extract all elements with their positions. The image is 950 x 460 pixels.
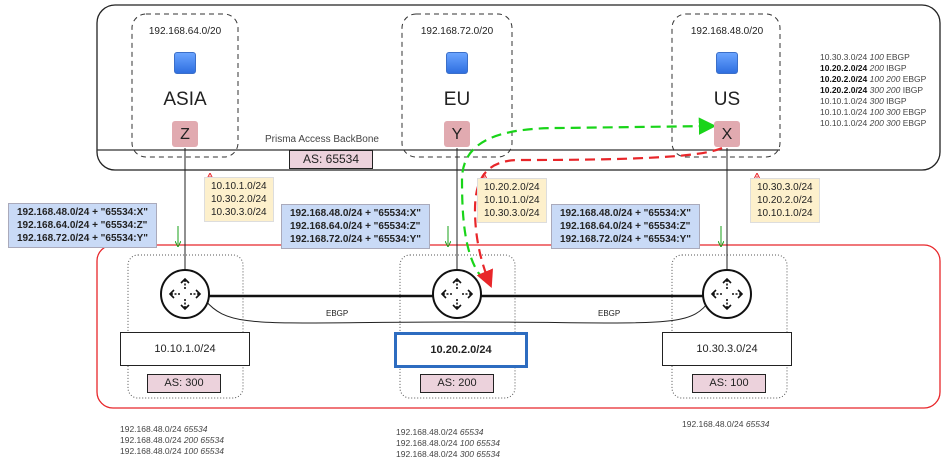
node-z: Z — [172, 121, 198, 147]
as-site-3: AS: 100 — [692, 374, 766, 393]
route-entry: 10.10.1.0/24 100 300 EBGP — [820, 107, 927, 117]
asia-label: ASIA — [163, 89, 207, 110]
green-path — [460, 117, 717, 281]
us-label: US — [713, 89, 741, 110]
route-entry: 10.20.2.0/24 300 200 IBGP — [820, 85, 924, 95]
route-entry: 192.168.48.0/24 300 65534 — [396, 449, 500, 459]
route-entry: 192.168.48.0/24 100 65534 — [396, 438, 500, 448]
red-path — [473, 146, 723, 289]
communities-site-1: 192.168.48.0/24 + "65534:X"192.168.64.0/… — [8, 203, 157, 248]
route-entry: 192.168.48.0/24 65534 — [682, 419, 770, 429]
ebgp-label-2: EBGP — [598, 309, 621, 318]
router-icon — [160, 269, 210, 319]
router-icon — [432, 269, 482, 319]
route-entry: 10.30.3.0/24 100 EBGP — [820, 52, 910, 62]
ibgp-link — [204, 299, 711, 324]
subnet-site-1: 10.10.1.0/24 — [120, 332, 250, 366]
region-box-asia — [131, 13, 239, 158]
route-entry: 10.20.2.0/24 200 IBGP — [820, 63, 907, 73]
us-vpc-icon — [716, 52, 738, 74]
as-site-1: AS: 300 — [147, 374, 221, 393]
eu-vpc-icon — [446, 52, 468, 74]
route-entry: 192.168.48.0/24 65534 — [396, 427, 484, 437]
node-y: Y — [444, 121, 470, 147]
route-entry: 10.10.1.0/24 300 IBGP — [820, 96, 907, 106]
subnet-site-3: 10.30.3.0/24 — [662, 332, 792, 366]
asia-vpc-icon — [174, 52, 196, 74]
subnet-site-2: 10.20.2.0/24 — [394, 332, 528, 368]
communities-site-3: 192.168.48.0/24 + "65534:X"192.168.64.0/… — [551, 204, 700, 249]
route-entry: 10.20.2.0/24 100 200 EBGP — [820, 74, 927, 84]
site-3-routes: 192.168.48.0/24 65534 — [682, 419, 769, 430]
route-entry: 10.10.1.0/24 200 300 EBGP — [820, 118, 927, 128]
backbone-as: AS: 65534 — [289, 150, 373, 169]
communities-site-2: 192.168.48.0/24 + "65534:X"192.168.64.0/… — [281, 204, 430, 249]
sites-container — [96, 244, 941, 409]
ebgp-label-1: EBGP — [326, 309, 349, 318]
route-entry: 192.168.48.0/24 200 65534 — [120, 435, 224, 445]
node-x: X — [714, 121, 740, 147]
as-site-2: AS: 200 — [420, 374, 494, 393]
route-entry: 192.168.48.0/24 100 65534 — [120, 446, 224, 456]
region-box-us — [671, 13, 781, 158]
backbone-label: Prisma Access BackBone — [265, 134, 379, 145]
eu-cidr: 192.168.72.0/20 — [420, 26, 494, 37]
asia-cidr: 192.168.64.0/20 — [148, 26, 222, 37]
router-icon — [702, 269, 752, 319]
backbone-container — [96, 4, 941, 171]
route-entry: 192.168.48.0/24 65534 — [120, 424, 208, 434]
us-cidr: 192.168.48.0/20 — [690, 26, 764, 37]
eu-label: EU — [443, 89, 471, 110]
